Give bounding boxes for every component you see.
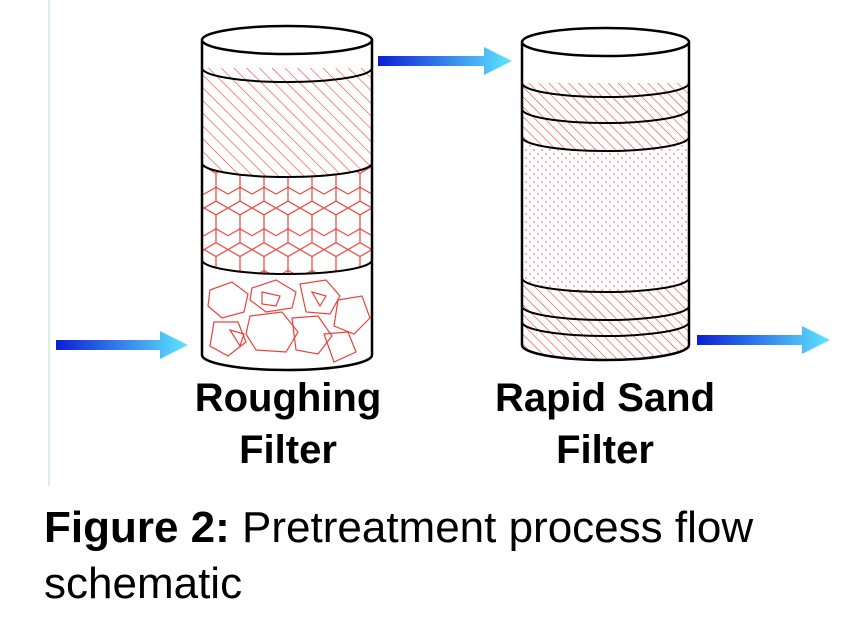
sand-hatch-layer-4 xyxy=(522,306,689,361)
sand-layer xyxy=(522,137,689,292)
transfer-arrow xyxy=(378,47,512,75)
figure-caption: Figure 2: Pretreatment process flow sche… xyxy=(44,500,834,612)
outlet-arrow xyxy=(697,326,830,354)
rapid-sand-filter-label-line1: Rapid Sand xyxy=(494,376,716,420)
roughing-filter-label-line1: Roughing xyxy=(194,376,382,420)
figure-caption-label: Figure 2: xyxy=(44,503,230,552)
rapid-sand-filter-label: Rapid Sand Filter xyxy=(470,372,740,476)
roughing-filter-top xyxy=(200,24,374,56)
inlet-arrow xyxy=(56,331,188,359)
gravel-stones xyxy=(207,279,371,363)
sand-hatch-layer-3 xyxy=(522,278,689,320)
roughing-hatch-layer xyxy=(202,68,372,177)
sand-hatch-layer-2 xyxy=(522,109,689,152)
rapid-sand-filter-cylinder xyxy=(520,26,691,362)
rapid-sand-filter-top xyxy=(520,26,691,58)
roughing-filter-cylinder xyxy=(200,24,374,372)
roughing-filter-label: Roughing Filter xyxy=(177,372,399,476)
sand-hatch-layer-1 xyxy=(522,83,689,124)
roughing-filter-label-line2: Filter xyxy=(239,428,337,472)
roughing-hexagon-layer xyxy=(202,163,372,274)
figure-caption-text: Pretreatment process flow schematic xyxy=(44,503,754,608)
roughing-gravel-layer xyxy=(202,260,372,370)
rapid-sand-filter-label-line2: Filter xyxy=(556,428,654,472)
